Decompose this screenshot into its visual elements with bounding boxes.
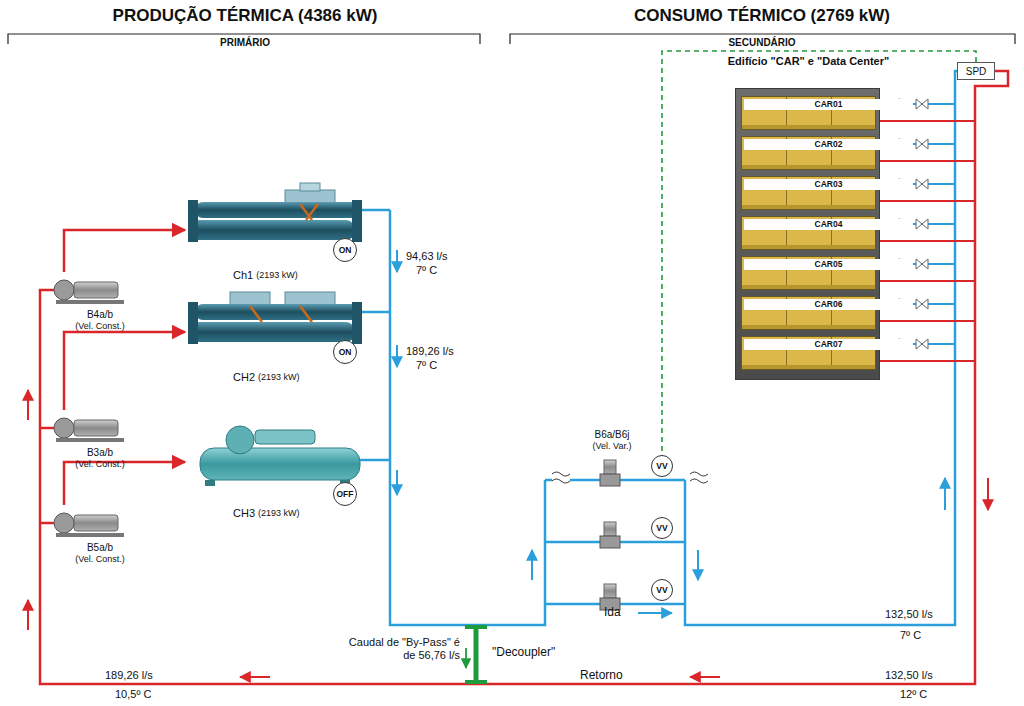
node-name: CH2 xyxy=(233,371,255,383)
node-name: B3a/b xyxy=(87,447,113,459)
chiller-drawing xyxy=(188,183,362,242)
node-name: OFF xyxy=(337,489,354,499)
section-heading: SECUNDÁRIO xyxy=(728,36,795,49)
flow-label: Ida xyxy=(604,606,621,619)
air-handler: CAR05 xyxy=(741,256,876,290)
section-heading: PRIMÁRIO xyxy=(220,36,270,49)
flow-label: 10,5º C xyxy=(115,688,151,701)
section-heading: CONSUMO TÉRMICO (2769 kW) xyxy=(634,6,890,26)
node-detail: (Vel. Const.) xyxy=(75,554,125,565)
flow-label: "Decoupler" xyxy=(492,646,555,659)
node-name: CAR03 xyxy=(744,179,913,190)
flow-label: 132,50 l/s xyxy=(885,608,933,621)
node-name: CAR01 xyxy=(744,99,913,110)
air-handler: CAR02 xyxy=(741,136,876,170)
flow-label: 189,26 l/s xyxy=(406,345,454,358)
node-name: CAR04 xyxy=(744,219,913,230)
node-name: CAR05 xyxy=(744,259,913,270)
node-name: CAR02 xyxy=(744,139,913,150)
status-circle: OFF xyxy=(333,482,357,506)
node-name: CAR07 xyxy=(744,339,913,350)
speed-drive: VV xyxy=(651,579,673,601)
air-handler: CAR07 xyxy=(741,336,876,370)
flow-label: Retorno xyxy=(580,669,623,682)
node-name: VV xyxy=(656,523,667,533)
node-name: Ch1 xyxy=(233,269,253,281)
node-name: Edifício "CAR" e "Data Center" xyxy=(726,55,891,68)
node-detail: (2193 kW) xyxy=(258,508,300,519)
air-handler: CAR06 xyxy=(741,296,876,330)
break-mark xyxy=(552,470,708,484)
pump-drawing xyxy=(600,460,620,610)
node-detail: (Vel. Const.) xyxy=(75,321,125,332)
pressure-sensor: SPD xyxy=(957,62,995,80)
chiller-drawing xyxy=(188,292,362,344)
air-handler: CAR01 xyxy=(741,96,876,130)
chiller-unit: CH2(2193 kW) xyxy=(185,300,335,386)
flow-label: 7º C xyxy=(416,359,437,372)
node-name: ON xyxy=(339,347,352,357)
flow-label: Caudal de "By-Pass" é de 56,76 l/s xyxy=(338,636,460,662)
node-name: VV xyxy=(656,585,667,595)
supply-pipe xyxy=(360,71,957,625)
chiller-unit: CH3(2193 kW) xyxy=(185,430,335,522)
status-circle: ON xyxy=(333,238,357,262)
speed-drive: VV xyxy=(651,455,673,477)
pump-unit: B3a/b(Vel. Const.) xyxy=(50,410,150,472)
flow-label: 189,26 l/s xyxy=(105,669,153,682)
decoupler-symbol xyxy=(465,627,487,682)
node-detail: (2193 kW) xyxy=(256,270,298,281)
flow-arrow xyxy=(28,250,988,677)
status-circle: ON xyxy=(333,340,357,364)
node-name: SPD xyxy=(966,66,987,77)
pipe-connector xyxy=(64,332,185,410)
building-panel: Edifício "CAR" e "Data Center"CAR01CAR02… xyxy=(735,88,880,380)
node-detail: (Vel. Var.) xyxy=(593,441,632,452)
node-detail: (Vel. Const.) xyxy=(75,459,125,470)
node-name: ON xyxy=(339,245,352,255)
flow-label: 94,63 l/s xyxy=(406,250,448,263)
node-name: CAR06 xyxy=(744,299,913,310)
control-signal xyxy=(662,51,976,455)
node-name: VV xyxy=(656,461,667,471)
flow-label: 132,50 l/s xyxy=(885,669,933,682)
heading-bracket xyxy=(8,34,1015,44)
chiller-unit: Ch1(2193 kW) xyxy=(185,198,335,284)
node-detail: (2193 kW) xyxy=(258,372,300,383)
speed-drive: VV xyxy=(651,517,673,539)
return-pipe xyxy=(40,71,1008,684)
flow-label: 7º C xyxy=(416,264,437,277)
node-name: B5a/b xyxy=(87,542,113,554)
flow-label: 7º C xyxy=(900,629,921,642)
node-name: B6a/B6j xyxy=(594,429,629,441)
air-handler: CAR03 xyxy=(741,176,876,210)
pump-unit: B4a/b(Vel. Const.) xyxy=(50,272,150,334)
air-handler: CAR04 xyxy=(741,216,876,250)
pump-group: B6a/B6j(Vel. Var.) xyxy=(572,420,652,454)
node-name: CH3 xyxy=(233,507,255,519)
section-heading: PRODUÇÃO TÉRMICA (4386 kW) xyxy=(113,6,378,26)
chiller-drawing xyxy=(200,426,360,486)
flow-label: 12º C xyxy=(900,688,927,701)
node-name: B4a/b xyxy=(87,309,113,321)
pump-unit: B5a/b(Vel. Const.) xyxy=(50,505,150,567)
pipe-connector xyxy=(64,230,185,272)
